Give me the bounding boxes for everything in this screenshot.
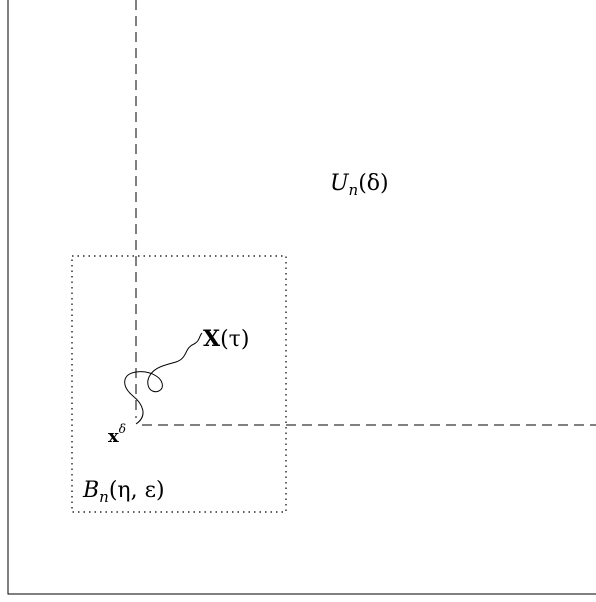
label-u-main: U	[330, 171, 350, 196]
label-b-region: Bn(η, ε)	[82, 478, 165, 506]
label-u-sub: n	[349, 181, 359, 199]
label-b-sub: n	[99, 488, 109, 506]
label-point: xδ	[108, 422, 126, 447]
dotted-neighborhood-box	[71, 255, 287, 513]
label-process-main: X	[203, 326, 221, 352]
outer-frame	[7, 0, 596, 595]
random-path-trajectory	[124, 332, 203, 425]
label-process: X(τ)	[203, 326, 249, 352]
label-b-main: B	[82, 478, 99, 503]
label-process-rest: (τ)	[220, 327, 249, 352]
label-point-sup: δ	[119, 422, 126, 436]
label-point-main: x	[108, 426, 119, 447]
label-u-rest: (δ)	[358, 171, 388, 196]
label-b-rest: (η, ε)	[109, 478, 165, 503]
label-u-region: Un(δ)	[330, 171, 389, 199]
